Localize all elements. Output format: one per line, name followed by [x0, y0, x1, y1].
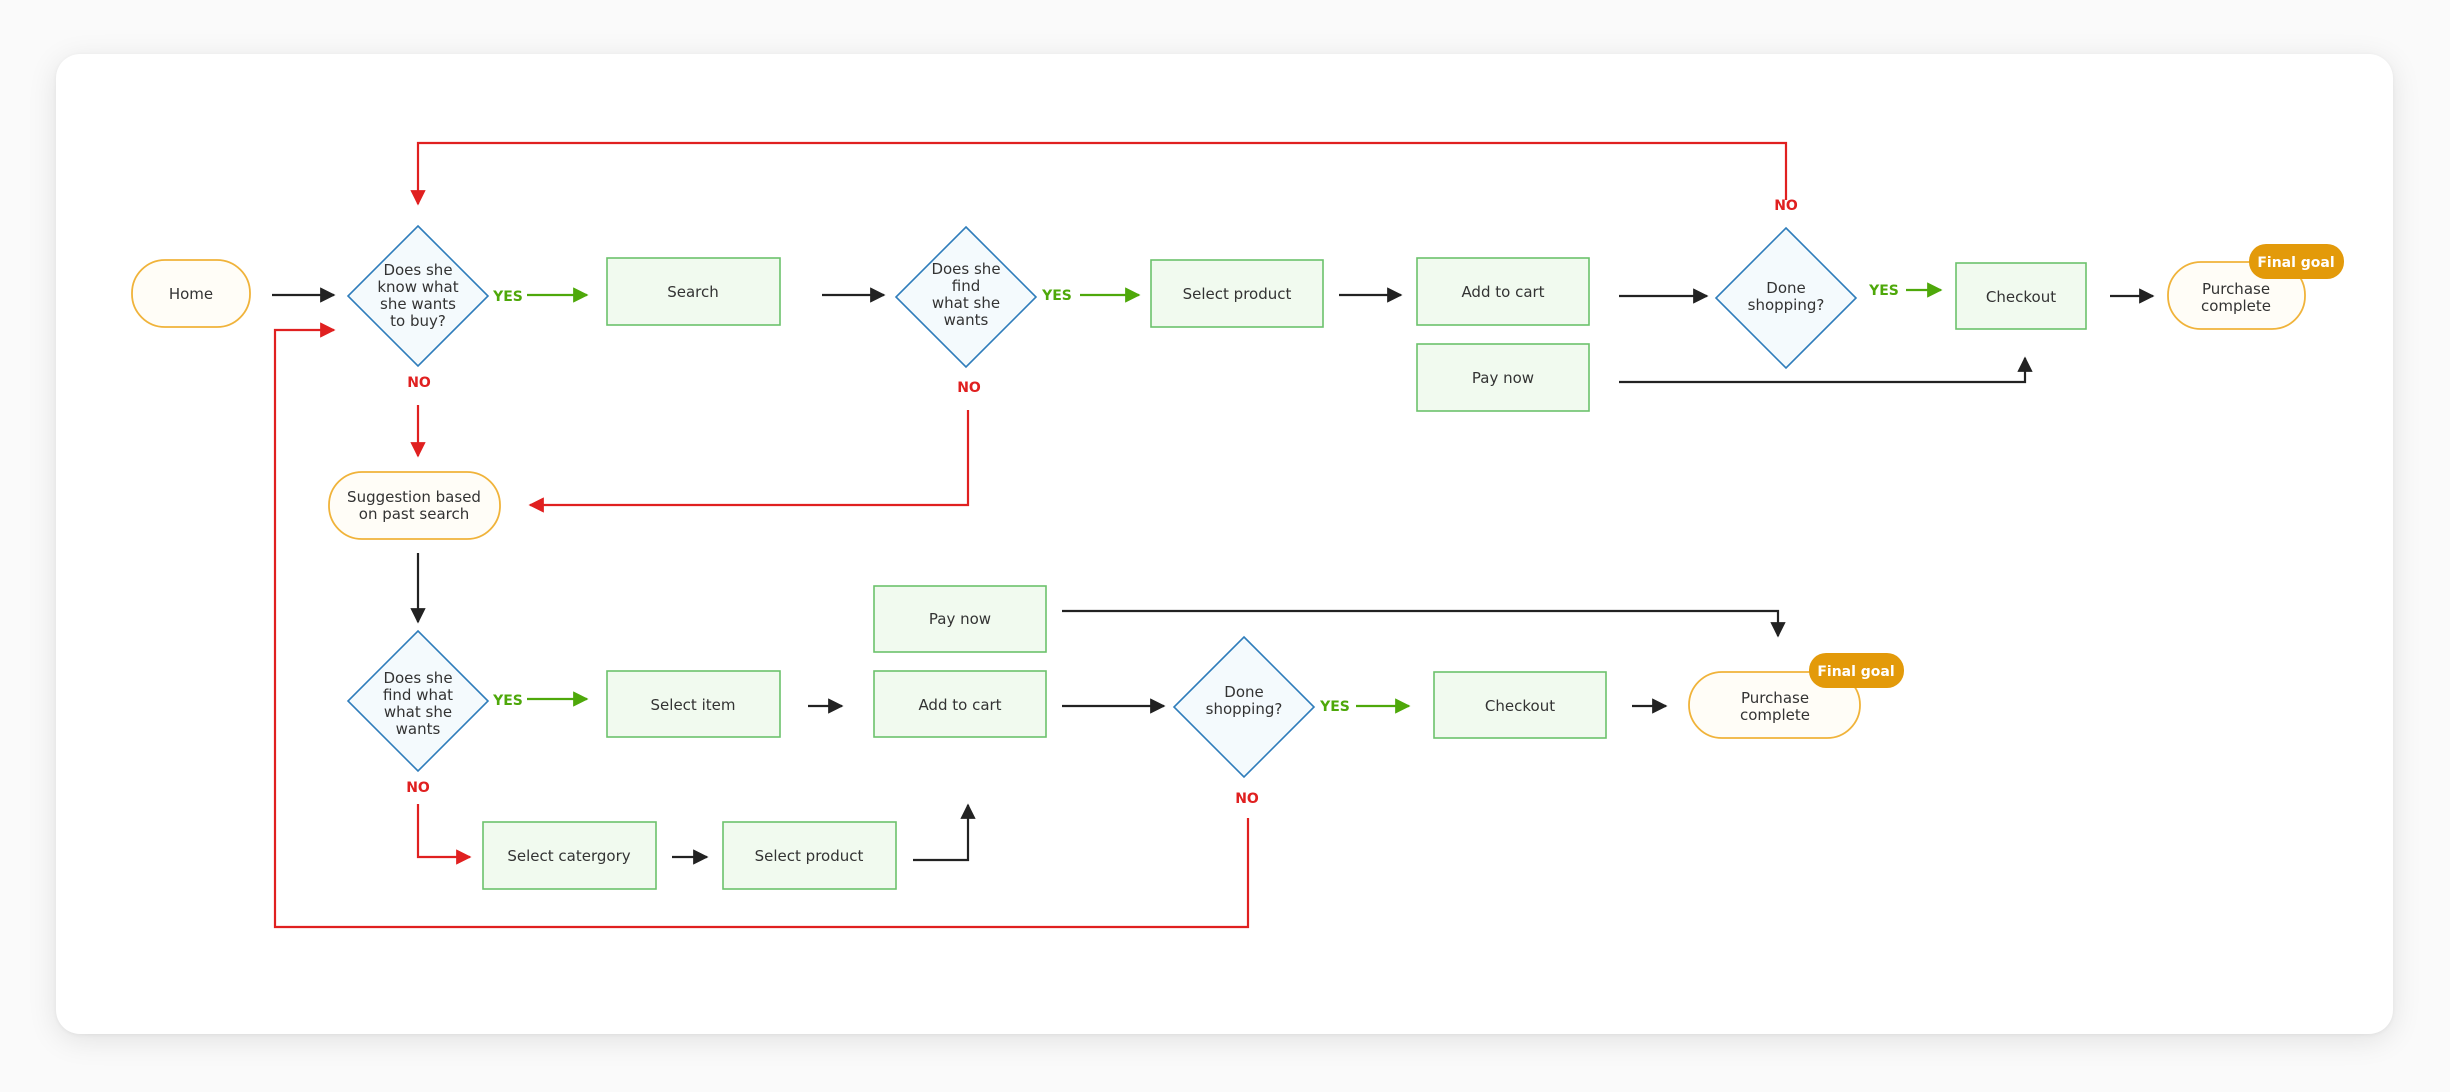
process-add-to-cart-top: Add to cart: [1416, 257, 1590, 326]
no-label: NO: [957, 380, 981, 396]
decision-find-top: Does she find what she wants: [894, 225, 1038, 369]
process-checkout-top: Checkout: [1955, 262, 2087, 330]
badge-label: Final goal: [1817, 664, 1894, 680]
process-pay-now-bottom: Pay now: [873, 585, 1047, 653]
diagram-canvas: [56, 54, 2393, 1034]
node-label: Checkout: [1485, 697, 1555, 715]
process-pay-now-top: Pay now: [1416, 343, 1590, 412]
start-node-suggestion: Suggestion based on past search: [328, 471, 501, 540]
nodes: Home Does she know what she wants to buy…: [131, 224, 2344, 890]
arrow-paynow2-to-purchase2: [1062, 609, 1786, 638]
node-label: Select product: [755, 847, 864, 865]
node-label-line: wants: [944, 311, 989, 329]
node-label: Select product: [1183, 285, 1292, 303]
process-select-item: Select item: [606, 670, 781, 738]
node-label-line: what she: [932, 294, 1000, 312]
node-label: Pay now: [929, 610, 991, 628]
node-label: Select item: [651, 696, 736, 714]
node-label: Pay now: [1472, 369, 1534, 387]
node-label-line: find what: [383, 686, 453, 704]
node-label-line: shopping?: [1206, 700, 1283, 718]
node-label-line: Purchase: [1741, 689, 1809, 707]
decision-find-bottom: Does she find what what she wants: [346, 629, 490, 773]
node-label-line: Done: [1224, 683, 1263, 701]
process-select-category: Select catergory: [482, 821, 657, 890]
node-label-line: what she: [384, 703, 452, 721]
arrow-no-find2-to-category: [416, 804, 472, 865]
node-label-line: Done: [1766, 279, 1805, 297]
final-goal-badge-top: Final goal: [2249, 244, 2344, 279]
yes-label: YES: [1319, 699, 1350, 715]
arrow-no-done2-loop-back: [273, 322, 1250, 929]
node-label-line: to buy?: [390, 312, 446, 330]
node-label-line: Purchase: [2202, 280, 2270, 298]
node-label-line: know what: [377, 278, 458, 296]
node-label-line: complete: [1740, 706, 1810, 724]
branch-labels: YES YES YES YES YES NO NO NO NO NO: [406, 198, 1899, 807]
process-select-product-bottom: Select product: [722, 821, 897, 890]
node-label-line: complete: [2201, 297, 2271, 315]
end-node-purchase-bottom: Purchase complete: [1688, 671, 1861, 739]
node-label-line: shopping?: [1748, 296, 1825, 314]
badge-label: Final goal: [2257, 255, 2334, 271]
node-label-line: Suggestion based: [347, 488, 481, 506]
decision-know-what-to-buy: Does she know what she wants to buy?: [346, 224, 490, 368]
yes-label: YES: [1868, 283, 1899, 299]
node-label: Home: [169, 285, 213, 303]
final-goal-badge-bottom: Final goal: [1809, 653, 1904, 688]
decision-done-shopping-bottom: Done shopping?: [1172, 635, 1316, 779]
node-label-line: Does she: [383, 261, 452, 279]
node-label-line: find: [952, 277, 980, 295]
decision-done-shopping-top: Done shopping?: [1714, 226, 1858, 370]
process-search: Search: [606, 257, 781, 326]
node-label-line: on past search: [359, 505, 469, 523]
no-label: NO: [1235, 791, 1259, 807]
process-add-to-cart-bottom: Add to cart: [873, 670, 1047, 738]
node-label: Add to cart: [918, 696, 1001, 714]
process-select-product-top: Select product: [1150, 259, 1324, 328]
no-label: NO: [1774, 198, 1798, 214]
process-checkout-bottom: Checkout: [1433, 671, 1607, 739]
node-label-line: wants: [396, 720, 441, 738]
node-label: Select catergory: [507, 847, 630, 865]
arrow-paynow-to-checkout: [1619, 356, 2033, 384]
yes-label: YES: [1041, 288, 1072, 304]
node-label: Checkout: [1986, 288, 2056, 306]
node-label-line: Does she: [931, 260, 1000, 278]
no-label: NO: [407, 375, 431, 391]
connectors: [272, 141, 2155, 929]
start-node-home: Home: [131, 259, 251, 328]
no-label: NO: [406, 780, 430, 796]
node-label: Search: [667, 283, 719, 301]
node-label-line: Does she: [383, 669, 452, 687]
yes-label: YES: [492, 693, 523, 709]
node-label-line: she wants: [380, 295, 456, 313]
node-label: Add to cart: [1461, 283, 1544, 301]
arrow-no-find-to-suggestion: [528, 410, 970, 513]
yes-label: YES: [492, 289, 523, 305]
arrow-no-done-loop-top: [410, 141, 1788, 206]
arrow-product2-to-cart2: [913, 803, 976, 862]
